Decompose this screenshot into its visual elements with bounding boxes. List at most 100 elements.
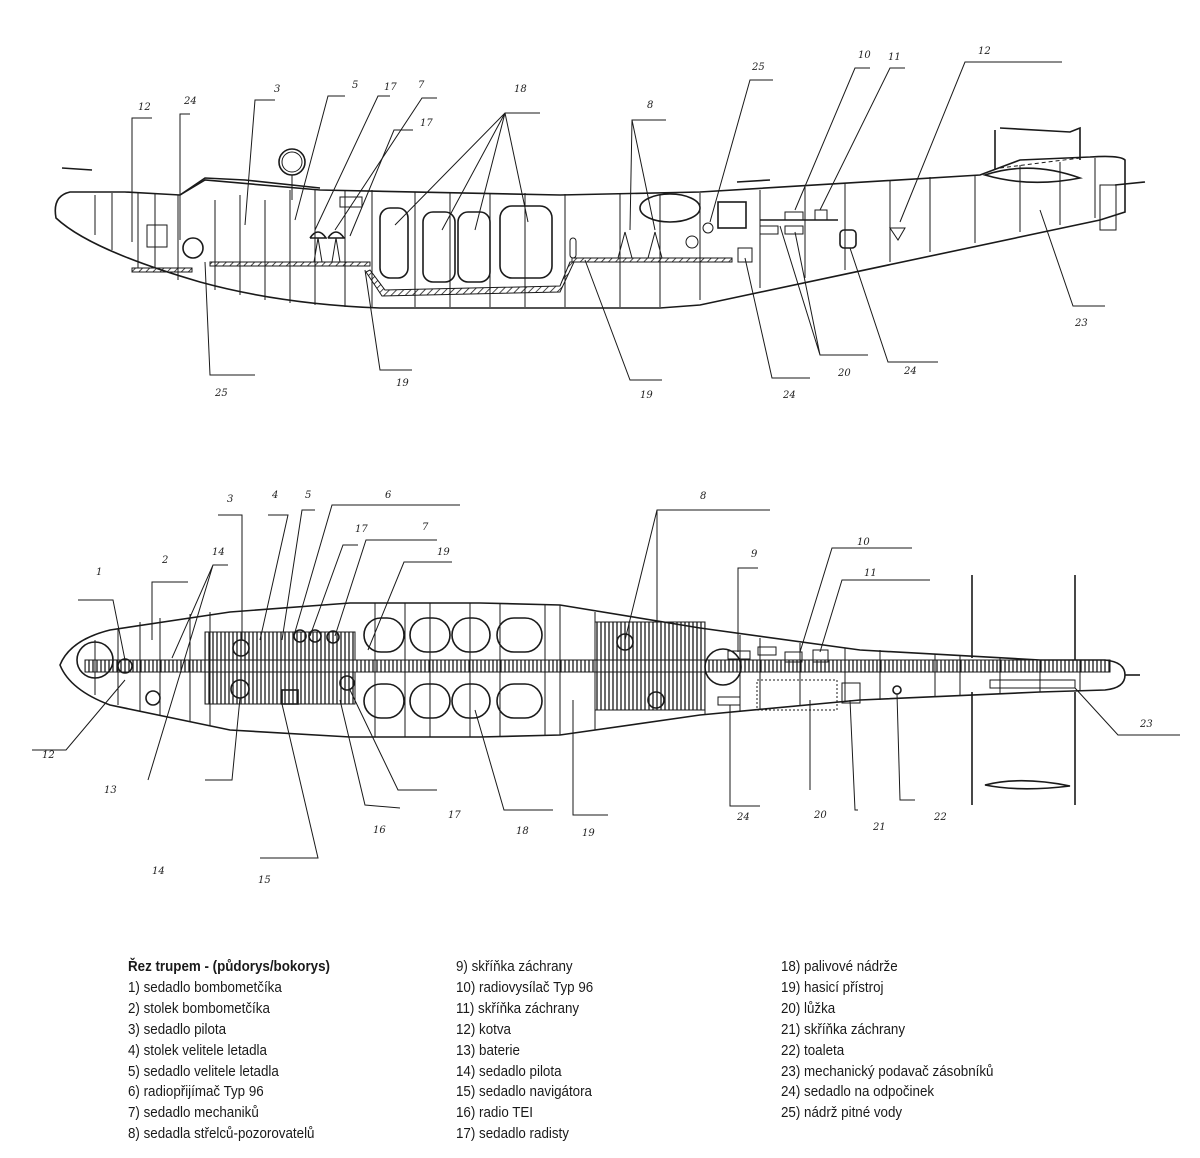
side-rest-seat (839, 229, 857, 249)
plan-callout-14b: 14 (152, 866, 165, 877)
plan-callout-7: 7 (422, 522, 429, 533)
legend-item: 21) skříňka záchrany (781, 1020, 906, 1038)
plan-ammo-feeder (989, 679, 1076, 689)
legend-column-2: 9) skříňka záchrany 10) radiovysílač Typ… (456, 957, 593, 1145)
plan-callout-1: 1 (96, 567, 102, 578)
plan-callout-15: 15 (258, 875, 271, 886)
legend-item: 10) radiovysílač Typ 96 (456, 978, 594, 996)
plan-gun-bay-top (594, 621, 706, 661)
plan-tailplane (971, 575, 1076, 805)
legend-item: 14) sedadlo pilota (456, 1062, 562, 1080)
legend-item: 22) toaleta (781, 1041, 845, 1059)
plan-callout-22: 22 (933, 812, 947, 823)
plan-seats (117, 629, 665, 709)
legend-item: 7) sedadlo mechaniků (128, 1104, 259, 1122)
legend-item: 4) stolek velitele letadla (128, 1041, 267, 1059)
plan-toilet (892, 685, 902, 695)
plan-callout-23: 23 (1139, 719, 1153, 730)
side-callout-25b: 25 (214, 388, 228, 399)
plan-turret-ring (704, 648, 742, 686)
side-callout-leaders (131, 61, 1105, 381)
legend-item: 23) mechanický podavač zásobníků (781, 1062, 994, 1080)
side-callout-23: 23 (1074, 318, 1088, 329)
legend-title: Řez trupem - (půdorys/bokorys) (128, 958, 330, 975)
legend-item: 16) radio TEI (456, 1104, 534, 1122)
plan-callout-6: 6 (385, 490, 392, 501)
side-callout-12: 12 (138, 102, 151, 113)
plan-battery (145, 690, 161, 706)
plan-callout-13: 13 (104, 785, 117, 796)
side-box (717, 201, 747, 229)
side-callout-19b: 19 (640, 390, 653, 401)
legend-item: 25) nádrž pitné vody (781, 1104, 903, 1122)
side-callout-17: 17 (384, 82, 397, 93)
plan-callout-11: 11 (864, 568, 877, 579)
legend-item: 13) baterie (456, 1041, 520, 1059)
plan-callout-9: 9 (751, 549, 758, 560)
plan-callout-19: 19 (437, 547, 450, 558)
plan-nose-turret (76, 641, 114, 679)
side-floor-1 (131, 267, 193, 273)
legend-column-1: Řez trupem - (půdorys/bokorys) 1) sedadl… (128, 957, 330, 1145)
legend-item: 6) radiopřijímač Typ 96 (128, 1083, 264, 1101)
plan-bunks (756, 679, 838, 711)
plan-callout-4: 4 (271, 490, 278, 501)
side-callout-7: 7 (418, 80, 425, 91)
side-callout-19: 19 (396, 378, 409, 389)
plan-callout-16: 16 (373, 825, 386, 836)
side-tailplane (982, 167, 1083, 184)
legend-item: 12) kotva (456, 1020, 511, 1038)
plan-callout-labels: 1 2 14 3 4 5 6 17 7 19 8 9 10 11 12 13 1… (42, 490, 1153, 886)
fuselage-cutaway-diagram: 12 24 3 5 17 7 17 18 8 25 10 11 12 25 19… (32, 46, 1180, 886)
side-callout-8: 8 (647, 100, 653, 111)
side-callout-labels: 12 24 3 5 17 7 17 18 8 25 10 11 12 25 19… (138, 46, 1088, 401)
plan-box-9 (727, 650, 751, 660)
plan-callout-24: 24 (736, 812, 750, 823)
legend-item: 18) palivové nádrže (781, 958, 898, 975)
plan-callout-2: 2 (161, 555, 168, 566)
legend-item: 17) sedadlo radisty (456, 1125, 569, 1143)
side-callout-24: 24 (183, 96, 197, 107)
side-callout-20: 20 (837, 368, 851, 379)
side-view (54, 126, 1146, 309)
legend-item: 19) hasicí přístroj (781, 978, 884, 996)
legend-item: 2) stolek bombometčíka (128, 999, 270, 1017)
plan-callout-21: 21 (872, 822, 886, 833)
side-gun-turret (639, 193, 701, 223)
legend-item: 15) sedadlo navigátora (456, 1083, 592, 1101)
side-seat-17 (309, 231, 328, 239)
side-floor-3 (571, 257, 733, 263)
legend-item: 24) sedadlo na odpočinek (781, 1083, 935, 1101)
side-callout-24b: 24 (782, 390, 796, 401)
side-callout-11: 11 (888, 52, 901, 63)
side-dorsal-gun (736, 179, 771, 183)
plan-callout-leaders (32, 504, 1180, 859)
side-extinguisher (569, 237, 577, 259)
plan-callout-8: 8 (700, 491, 706, 502)
plan-cockpit-floor-top (204, 631, 356, 661)
side-seat-7 (327, 231, 346, 239)
legend-item: 11) skříňka záchrany (456, 999, 580, 1017)
plan-callout-12: 12 (42, 750, 55, 761)
side-callout-25: 25 (751, 62, 765, 73)
side-hull-outline (54, 155, 1126, 309)
plan-box-21 (841, 682, 861, 704)
plan-tailplane-section (984, 779, 1071, 790)
side-nose-gun (61, 167, 93, 171)
side-box-24 (146, 224, 168, 248)
legend-item: 8) sedadla střelců-pozorovatelů (128, 1125, 315, 1143)
side-callout-17b: 17 (420, 118, 433, 129)
side-cockpit-outline (179, 177, 321, 196)
side-tail-fin (994, 126, 1081, 170)
legend-column-3: 18) palivové nádrže 19) hasicí přístroj … (781, 957, 993, 1124)
side-callout-24c: 24 (903, 366, 917, 377)
legend-item: 20) lůžka (781, 999, 836, 1017)
plan-callout-20: 20 (813, 810, 827, 821)
plan-cockpit-floor-bottom (204, 671, 356, 705)
side-floor-tank-bay (365, 261, 575, 297)
side-tail-gun (1114, 181, 1146, 186)
plan-callout-17b: 17 (448, 810, 461, 821)
side-callout-3: 3 (274, 84, 280, 95)
plan-callout-3: 3 (227, 494, 233, 505)
legend-item: 1) sedadlo bombometčíka (128, 978, 282, 996)
